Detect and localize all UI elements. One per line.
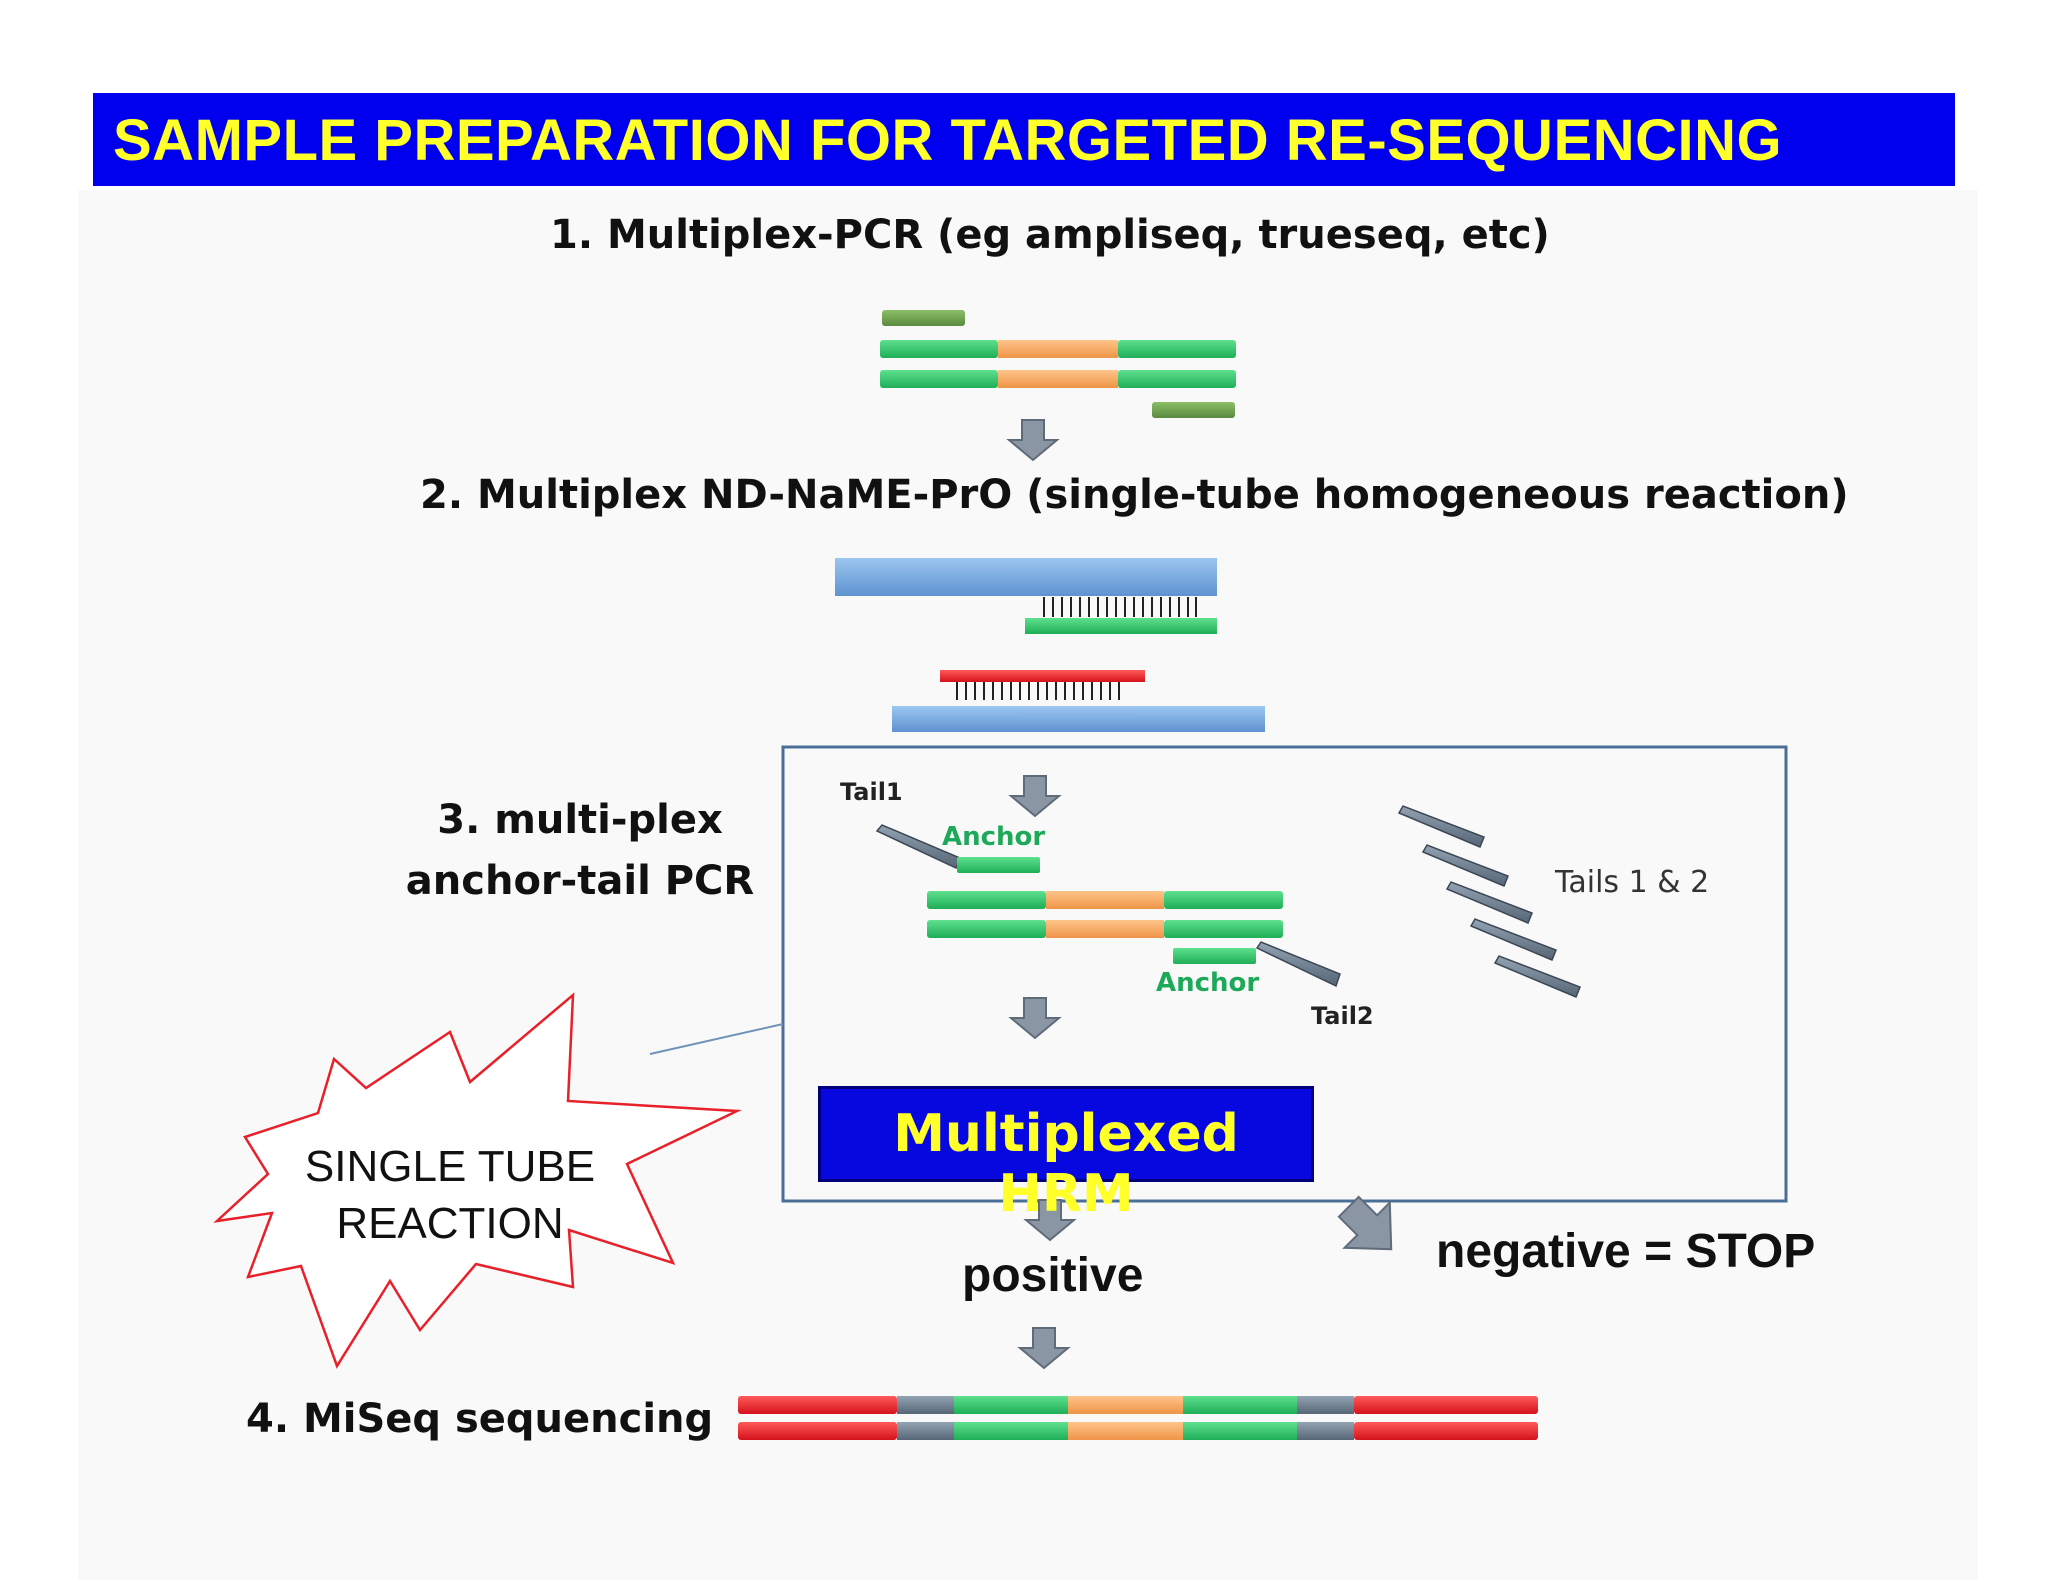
- tail-oligo: [1493, 955, 1581, 998]
- target-region-bottom: [1068, 1422, 1183, 1440]
- burst-line2: REACTION: [336, 1199, 564, 1248]
- dna-strand-top-left: [927, 891, 1046, 909]
- dna-strand-bottom-right: [1118, 370, 1236, 388]
- tails-1-2-label: Tails 1 & 2: [1555, 865, 1710, 900]
- flank-right-top: [1183, 1396, 1297, 1414]
- tail-segment-left-top: [897, 1396, 954, 1414]
- down-arrow-icon: [1023, 1199, 1077, 1242]
- tail-oligo: [1397, 805, 1485, 848]
- tail1-label: Tail1: [840, 778, 903, 806]
- anchor1-oligo: [957, 857, 1040, 873]
- step2-probe-graphic: [835, 558, 1265, 732]
- down-arrow-icon: [1008, 997, 1062, 1040]
- flank-left-top: [954, 1396, 1068, 1414]
- dna-strand-bottom-left: [927, 920, 1046, 938]
- diagonal-arrow-icon: [1337, 1195, 1393, 1251]
- dna-strand-top-right: [1164, 891, 1283, 909]
- tail-segment-right-bottom: [1297, 1422, 1354, 1440]
- anchor1-label: Anchor: [942, 822, 1046, 852]
- target-region-bottom: [1046, 920, 1164, 938]
- slide-title: SAMPLE PREPARATION FOR TARGETED RE-SEQUE…: [113, 108, 1783, 173]
- primer-reverse: [1152, 402, 1235, 418]
- step4-library-graphic: [738, 1396, 1538, 1440]
- step1-heading: 1. Multiplex-PCR (eg ampliseq, trueseq, …: [550, 212, 1550, 258]
- dna-strand-top-left: [880, 340, 998, 358]
- tail2-oligo: [1255, 941, 1341, 988]
- title-bar: SAMPLE PREPARATION FOR TARGETED RE-SEQUE…: [93, 93, 1955, 186]
- target-region-top: [1068, 1396, 1183, 1414]
- tail-oligo: [1421, 844, 1509, 887]
- tail-oligo: [1469, 918, 1557, 961]
- red-probe: [940, 670, 1145, 682]
- step3-heading-line2: anchor-tail PCR: [405, 858, 755, 904]
- single-tube-box: [781, 745, 1788, 1203]
- tail-segment-left-bottom: [897, 1422, 954, 1440]
- dna-strand-bottom-right: [1164, 920, 1283, 938]
- anchor2-oligo: [1173, 948, 1256, 964]
- single-tube-reaction-label: SINGLE TUBE REACTION: [270, 1138, 630, 1252]
- down-arrow-icon: [1008, 775, 1062, 818]
- step3-heading-line1: 3. multi-plex: [437, 797, 723, 843]
- burst-line1: SINGLE TUBE: [304, 1142, 596, 1191]
- flank-left-bottom: [954, 1422, 1068, 1440]
- tail-oligo: [1445, 881, 1533, 924]
- down-arrow-icon: [1006, 419, 1060, 462]
- step1-dna-graphic: [880, 310, 1236, 418]
- step3-anchor-tail-graphic: [875, 805, 1581, 998]
- callout-line: [649, 1023, 784, 1055]
- step4-heading: 4. MiSeq sequencing: [246, 1396, 714, 1442]
- single-tube-burst: [213, 992, 742, 1369]
- hybridization-ticks-bottom: [956, 682, 1120, 700]
- target-region-top: [998, 340, 1118, 358]
- dna-strand-top-right: [1118, 340, 1236, 358]
- template-strand-bottom: [892, 706, 1265, 732]
- tails-group: [1397, 805, 1581, 998]
- hybridization-ticks-top: [1043, 597, 1197, 617]
- negative-stop-label: negative = STOP: [1436, 1225, 1816, 1278]
- target-region-bottom: [998, 370, 1118, 388]
- anchor2-label: Anchor: [1156, 968, 1260, 998]
- template-strand-top: [835, 558, 1217, 596]
- dna-strand-bottom-left: [880, 370, 998, 388]
- multiplexed-hrm-label: Multiplexed HRM: [893, 1104, 1239, 1224]
- positive-label: positive: [962, 1249, 1144, 1302]
- down-arrow-icon: [1017, 1327, 1071, 1370]
- adapter-right-bottom: [1354, 1422, 1538, 1440]
- tail2-label: Tail2: [1311, 1002, 1374, 1030]
- step2-heading: 2. Multiplex ND-NaME-PrO (single-tube ho…: [420, 472, 1849, 518]
- adapter-right-top: [1354, 1396, 1538, 1414]
- multiplexed-hrm-box: Multiplexed HRM: [818, 1086, 1314, 1224]
- adapter-left-bottom: [738, 1422, 897, 1440]
- flank-right-bottom: [1183, 1422, 1297, 1440]
- step3-heading: 3. multi-plex anchor-tail PCR: [395, 790, 765, 912]
- tail-segment-right-top: [1297, 1396, 1354, 1414]
- adapter-left-top: [738, 1396, 897, 1414]
- primer-forward: [882, 310, 965, 326]
- target-region-top: [1046, 891, 1164, 909]
- green-probe: [1025, 618, 1217, 634]
